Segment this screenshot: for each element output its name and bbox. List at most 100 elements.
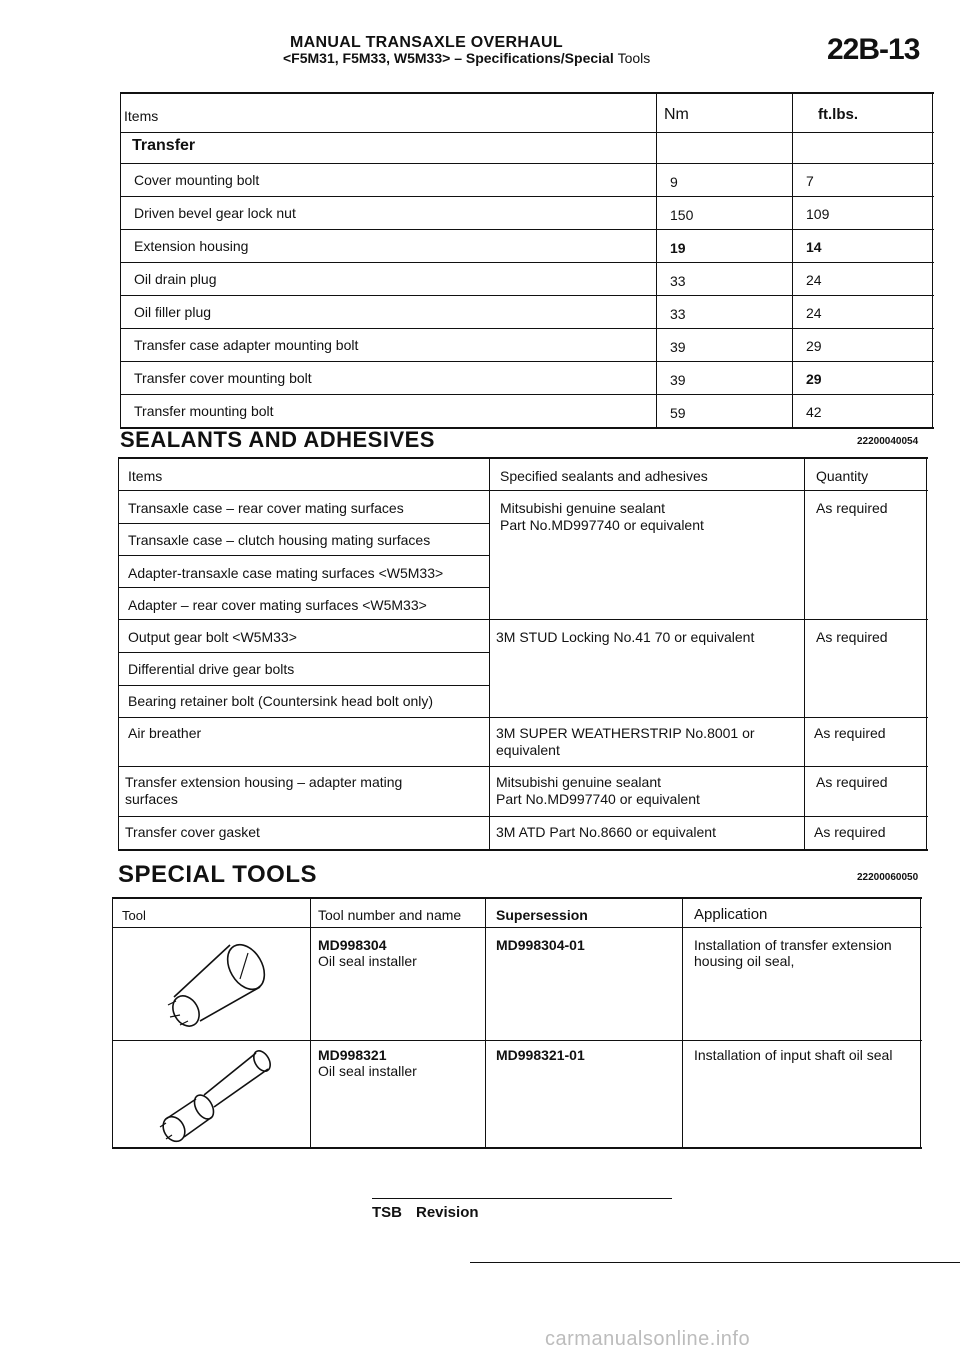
sealant-item: Transaxle case – rear cover mating surfa… [128, 500, 404, 516]
sealant-spec: 3M ATD Part No.8660 or equivalent [496, 824, 716, 840]
column-divider-quantity [804, 459, 805, 849]
table-row: Transfer mounting bolt 59 42 [120, 395, 934, 427]
tools-title: SPECIAL TOOLS [118, 861, 317, 888]
column-divider-application [682, 899, 683, 1147]
tool-application-continued: housing oil seal, [694, 953, 795, 969]
section-name-bold: Specifications/Special [465, 50, 614, 66]
tool-application: Installation of input shaft oil seal [694, 1047, 893, 1063]
sealant-spec: 3M SUPER WEATHERSTRIP No.8001 or [496, 725, 755, 741]
torque-nm: 33 [670, 273, 686, 289]
torque-ftlbs: 29 [806, 338, 822, 354]
row-rule [112, 1040, 922, 1041]
torque-nm: 33 [670, 306, 686, 322]
sealant-quantity: As required [816, 500, 888, 516]
tool-number: MD998304 [318, 937, 387, 953]
column-divider-number [310, 899, 311, 1147]
header-spec: Specified sealants and adhesives [500, 468, 708, 484]
sealant-item: Output gear bolt <W5M33> [128, 629, 297, 645]
torque-ftlbs: 109 [806, 206, 830, 222]
torque-ftlbs: 29 [806, 371, 822, 387]
sealant-quantity: As required [814, 725, 886, 741]
row-rule [118, 816, 928, 817]
tool-supersession: MD998321-01 [496, 1047, 585, 1063]
torque-ftlbs: 24 [806, 272, 822, 288]
sealant-quantity: As required [816, 774, 888, 790]
torque-table-header: Items Nm ft.lbs. [120, 94, 934, 133]
table-border-right [920, 899, 921, 1147]
row-rule [118, 685, 489, 686]
torque-table: Items Nm ft.lbs. Transfer Cover mounting… [120, 92, 934, 429]
item-name: Transfer mounting bolt [134, 403, 274, 419]
header-supersession: Supersession [496, 907, 588, 923]
table-row: Oil drain plug 33 24 [120, 263, 934, 296]
header-tool: Tool [122, 908, 146, 923]
table-row: Driven bevel gear lock nut 150 109 [120, 197, 934, 230]
tool-application: Installation of transfer extension [694, 937, 892, 953]
group-label: Transfer [132, 137, 196, 154]
header-tool-number: Tool number and name [318, 907, 462, 923]
sealant-item: Adapter-transaxle case mating surfaces <… [128, 565, 444, 581]
torque-ftlbs: 42 [806, 404, 822, 420]
subtitle-dash: – [454, 50, 462, 66]
table-border-left [120, 94, 121, 427]
header-quantity: Quantity [816, 468, 869, 484]
sealant-quantity: As required [814, 824, 886, 840]
torque-ftlbs: 24 [806, 305, 822, 321]
row-rule [118, 619, 928, 620]
revision-label: Revision [416, 1204, 479, 1221]
sealant-spec: 3M STUD Locking No.41 70 or equivalent [496, 629, 755, 645]
table-border-right [932, 94, 933, 427]
torque-nm: 19 [670, 240, 686, 256]
torque-ftlbs: 7 [806, 173, 814, 189]
table-border-left [112, 899, 113, 1147]
sealant-item: Air breather [128, 725, 202, 741]
header-nm: Nm [664, 106, 689, 123]
sealant-spec-continued: equivalent [496, 742, 560, 758]
torque-nm: 59 [670, 405, 686, 421]
section-name-light: Tools [617, 50, 651, 66]
table-row: Cover mounting bolt 9 7 [120, 164, 934, 197]
watermark-text: carmanualsonline.info [545, 1328, 751, 1350]
row-rule [118, 766, 928, 767]
item-name: Oil drain plug [134, 271, 217, 287]
row-rule [118, 523, 489, 524]
row-rule [118, 717, 928, 718]
table-row: Oil filler plug 33 24 [120, 296, 934, 329]
sealants-title: SEALANTS AND ADHESIVES [120, 427, 435, 452]
table-border-left [118, 459, 119, 849]
column-divider-ftlbs [792, 94, 793, 427]
header-items: Items [128, 468, 163, 484]
torque-nm: 39 [670, 339, 686, 355]
column-divider-supersession [485, 899, 486, 1147]
sealants-code: 22200040054 [857, 436, 919, 447]
model-codes: <F5M31, F5M33, W5M33> [283, 50, 451, 66]
section-subtitle: <F5M31, F5M33, W5M33> – Specifications/S… [283, 50, 650, 66]
header-rule [118, 490, 928, 491]
sealant-item: Adapter – rear cover mating surfaces <W5… [128, 597, 427, 613]
header-application: Application [694, 906, 768, 923]
tools-code: 22200060050 [857, 872, 919, 883]
torque-group-row: Transfer [120, 133, 934, 164]
row-rule [118, 587, 489, 588]
tool-number: MD998321 [318, 1047, 387, 1063]
item-name: Extension housing [134, 238, 249, 254]
special-tools-table: Tool Tool number and name Supersession A… [112, 897, 922, 1149]
column-divider-nm [656, 94, 657, 427]
item-name: Transfer case adapter mounting bolt [134, 337, 359, 353]
sealant-spec-continued: Part No.MD997740 or equivalent [500, 517, 704, 533]
tool-name: Oil seal installer [318, 1063, 417, 1079]
sealant-item: Transaxle case – clutch housing mating s… [128, 532, 431, 548]
header-ftlbs: ft.lbs. [818, 106, 858, 123]
row-rule [118, 652, 489, 653]
tsb-label: TSB [372, 1204, 402, 1221]
sealants-table: Items Specified sealants and adhesives Q… [118, 457, 928, 851]
sealant-item: Transfer extension housing – adapter mat… [125, 774, 403, 790]
page-number: 22B-13 [827, 33, 920, 66]
sealant-item-continued: surfaces [125, 791, 178, 807]
table-border-right [926, 459, 927, 849]
tool-name: Oil seal installer [318, 953, 417, 969]
table-row: Transfer cover mounting bolt 39 29 [120, 362, 934, 395]
oil-seal-installer-icon [159, 1050, 271, 1143]
sealant-item: Differential drive gear bolts [128, 661, 295, 677]
sealant-spec-continued: Part No.MD997740 or equivalent [496, 791, 700, 807]
